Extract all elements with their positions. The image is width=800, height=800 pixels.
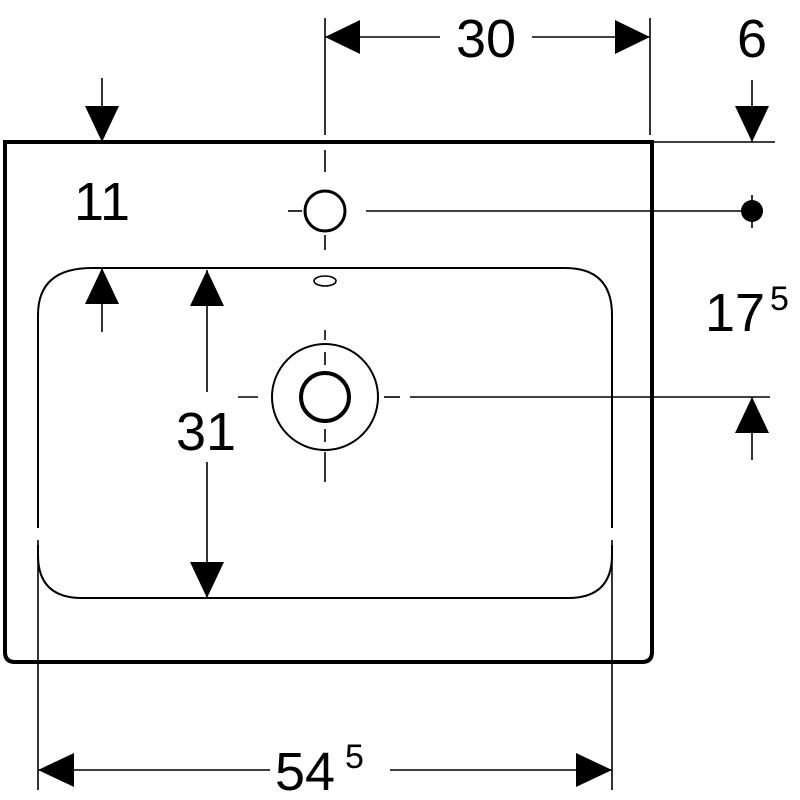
tap-hole [288,150,745,250]
dimension-30-label: 30 [456,9,516,69]
dimension-17-5-value: 17 [705,283,765,343]
dimension-17-5: 17 5 [705,280,789,460]
dimension-11: 11 [74,78,130,332]
dimension-54-5-superscript: 5 [345,738,364,776]
dimension-54-5-value: 54 [275,742,335,800]
overflow-opening [313,275,337,287]
dimension-31: 31 [176,270,236,598]
dimension-11-label: 11 [74,172,130,232]
dimension-54-5-label: 54 [275,742,335,800]
drain [238,330,770,482]
dimension-6: 6 [652,9,775,228]
dimension-17-5-superscript: 5 [770,280,789,318]
bowl-outline [37,267,613,599]
dimension-6-label: 6 [737,9,767,69]
dimension-17-5-label: 17 [705,283,765,343]
dimension-54-5: 54 5 [37,540,613,800]
dimension-30: 30 [324,9,651,135]
basin-outline [3,140,654,664]
dimension-31-label: 31 [176,402,236,462]
